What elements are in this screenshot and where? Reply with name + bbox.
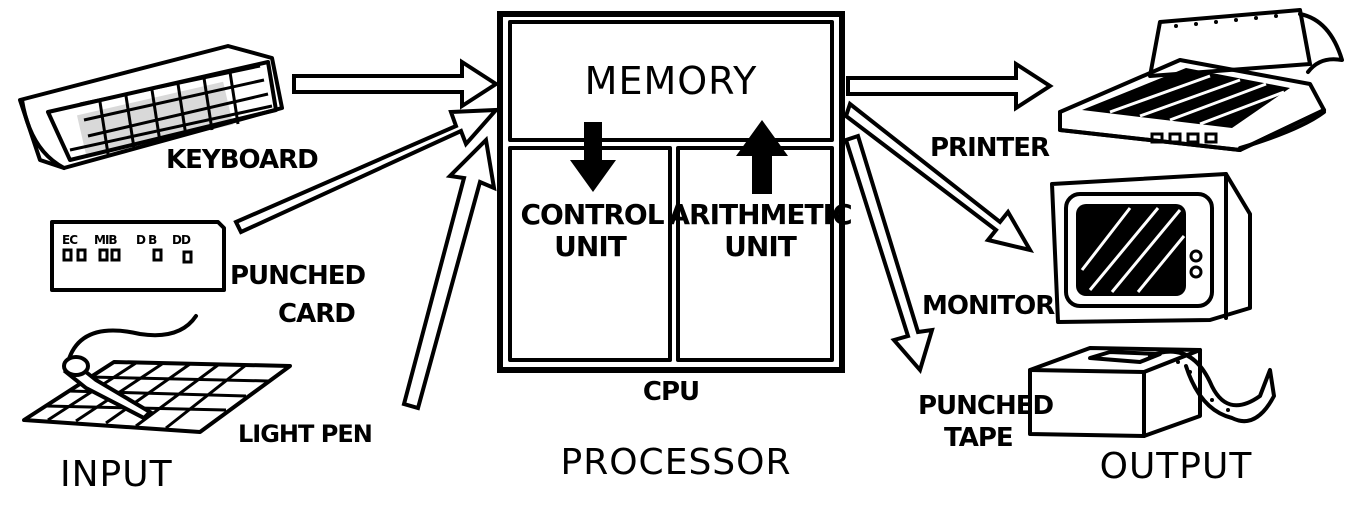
punched-tape-label-2: TAPE	[944, 423, 1013, 453]
keyboard-icon	[18, 44, 284, 170]
light-pen-to-cpu-arrow	[401, 135, 497, 411]
monitor-icon	[1050, 172, 1252, 324]
arithmetic-unit-label-2: UNIT	[724, 230, 797, 263]
punched-tape-label-1: PUNCHED	[918, 391, 1054, 421]
punched-card-label-1: PUNCHED	[230, 261, 366, 291]
memory-to-printer-arrow	[846, 60, 1054, 112]
printer-icon	[1058, 8, 1344, 152]
output-section-title: OUTPUT	[1100, 446, 1253, 487]
monitor-label: MONITOR	[922, 291, 1055, 321]
cpu-to-tape-arrow	[843, 133, 935, 375]
output-arrows	[843, 60, 1054, 375]
card-code-3: D B	[136, 233, 157, 247]
punched-card-label-2: CARD	[278, 299, 355, 329]
punched-card-icon	[50, 220, 226, 292]
card-code-1: EC	[62, 233, 78, 247]
memory-to-control-arrow	[570, 122, 616, 192]
input-arrows	[233, 58, 501, 411]
arithmetic-unit-label-1: ARITHMETIC	[668, 198, 851, 231]
arithmetic-to-memory-arrow	[736, 120, 788, 194]
memory-to-monitor-arrow	[843, 100, 1035, 254]
printer-label: PRINTER	[930, 133, 1050, 163]
processor-section-title: PROCESSOR	[561, 442, 792, 483]
card-to-memory-arrow	[233, 107, 501, 235]
light-pen-icon	[22, 314, 292, 434]
memory-label: MEMORY	[585, 59, 758, 103]
card-code-2: MIB	[94, 233, 117, 247]
punched-tape-icon	[1028, 346, 1276, 438]
keyboard-to-memory-arrow	[292, 58, 500, 110]
control-unit-label-1: CONTROL	[520, 198, 664, 231]
cpu-label: CPU	[643, 377, 699, 407]
light-pen-label: LIGHT PEN	[238, 420, 372, 448]
card-code-4: DD	[172, 233, 191, 247]
input-section-title: INPUT	[60, 454, 173, 495]
control-unit-label-2: UNIT	[554, 230, 627, 263]
keyboard-label: KEYBOARD	[166, 145, 318, 175]
